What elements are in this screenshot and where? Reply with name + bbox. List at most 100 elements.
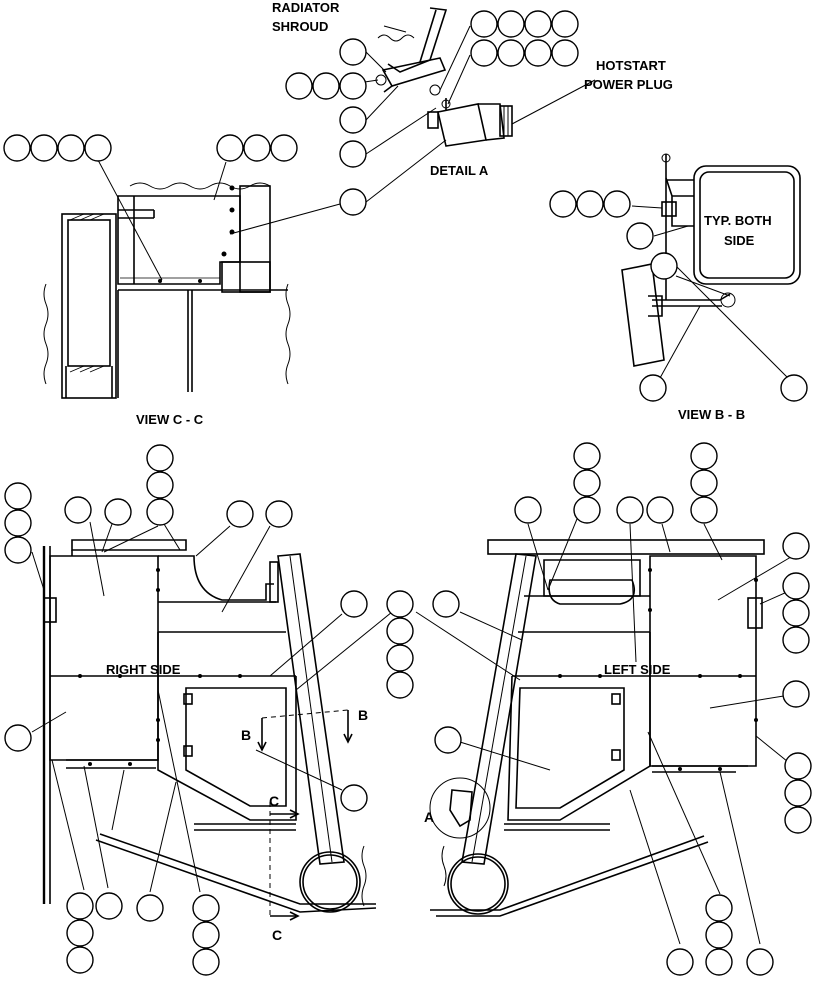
callout-bubble (705, 894, 733, 922)
callout-bubble (690, 469, 718, 497)
radiator-shroud-label-1: RADIATOR (272, 0, 340, 15)
callout-bubble (146, 498, 174, 526)
left-side-drawing (415, 491, 799, 945)
callout-bubble (339, 106, 367, 134)
callout-bubble (470, 10, 498, 38)
view-bb-drawing (621, 153, 801, 381)
callout-bubble (146, 471, 174, 499)
callout-bubble (339, 38, 367, 66)
callout-bubble (192, 894, 220, 922)
callout-bubble (690, 496, 718, 524)
callout-bubble (616, 496, 644, 524)
typ-both-label-2: SIDE (724, 233, 755, 248)
callout-bubble (285, 72, 313, 100)
callout-bubble (782, 680, 810, 708)
callout-bubble (4, 536, 32, 564)
callout-bubble (386, 671, 414, 699)
callout-bubble (780, 374, 808, 402)
callout-bubble (386, 590, 414, 618)
callout-bubble (782, 599, 810, 627)
callout-bubble (265, 500, 293, 528)
hotstart-label-1: HOTSTART (596, 58, 666, 73)
callout-bubble (243, 134, 271, 162)
callout-bubble (573, 469, 601, 497)
callout-bubble (497, 10, 525, 38)
callout-bubble (339, 188, 367, 216)
detail-a-title: DETAIL A (430, 163, 489, 178)
section-c-bottom: C (272, 927, 282, 943)
view-cc-title: VIEW C - C (136, 412, 204, 427)
detail-a-marker: A (424, 809, 434, 825)
callout-bubble (57, 134, 85, 162)
section-b-right: B (358, 707, 368, 723)
callout-bubble (705, 948, 733, 976)
callout-bubble (666, 948, 694, 976)
callout-bubble (66, 919, 94, 947)
callout-bubble (524, 39, 552, 67)
callout-bubble (784, 806, 812, 834)
callout-bubble (4, 482, 32, 510)
callout-bubble (549, 190, 577, 218)
callout-bubble (690, 442, 718, 470)
callout-bubble (782, 626, 810, 654)
callout-bubble (705, 921, 733, 949)
radiator-shroud-label-2: SHROUD (272, 19, 328, 34)
callout-bubble (626, 222, 654, 250)
callout-bubble (573, 442, 601, 470)
callout-bubble (746, 948, 774, 976)
callout-bubble (784, 752, 812, 780)
view-bb-title: VIEW B - B (678, 407, 745, 422)
right-side-label: RIGHT SIDE (106, 662, 181, 677)
callout-bubble (339, 140, 367, 168)
callout-bubble (4, 509, 32, 537)
callout-bubble (386, 644, 414, 672)
callout-bubble (470, 39, 498, 67)
detail-a-drawing (337, 7, 596, 203)
callout-bubble (784, 779, 812, 807)
callout-bubble (782, 532, 810, 560)
section-b-left: B (241, 727, 251, 743)
callout-bubble (146, 444, 174, 472)
callout-bubble (192, 921, 220, 949)
callout-bubble (192, 948, 220, 976)
view-cc-drawing (43, 159, 341, 399)
typ-both-label-1: TYP. BOTH (704, 213, 772, 228)
callout-bubble (639, 374, 667, 402)
callout-bubble (551, 10, 579, 38)
callout-bubble (3, 134, 31, 162)
callout-bubble (782, 572, 810, 600)
callout-bubble (603, 190, 631, 218)
callout-bubble (95, 892, 123, 920)
callout-bubble (339, 72, 367, 100)
callout-bubble (66, 892, 94, 920)
callout-bubble (432, 590, 460, 618)
callout-bubbles (3, 10, 812, 976)
callout-bubble (4, 724, 32, 752)
callout-bubble (30, 134, 58, 162)
callout-bubble (270, 134, 298, 162)
callout-bubble (84, 134, 112, 162)
callout-bubble (386, 617, 414, 645)
section-c-top: C (269, 793, 279, 809)
callout-bubble (514, 496, 542, 524)
callout-bubble (340, 784, 368, 812)
hotstart-label-2: POWER PLUG (584, 77, 673, 92)
callout-bubble (64, 496, 92, 524)
callout-bubble (104, 498, 132, 526)
callout-bubble (216, 134, 244, 162)
callout-bubble (573, 496, 601, 524)
callout-bubble (646, 496, 674, 524)
callout-bubble (66, 946, 94, 974)
callout-bubble (551, 39, 579, 67)
callout-bubble (226, 500, 254, 528)
callout-bubble (340, 590, 368, 618)
right-side-drawing (31, 521, 393, 921)
callout-bubble (576, 190, 604, 218)
left-side-label: LEFT SIDE (604, 662, 671, 677)
callout-bubble (650, 252, 678, 280)
callout-bubble (524, 10, 552, 38)
callout-bubble (434, 726, 462, 754)
callout-bubble (136, 894, 164, 922)
